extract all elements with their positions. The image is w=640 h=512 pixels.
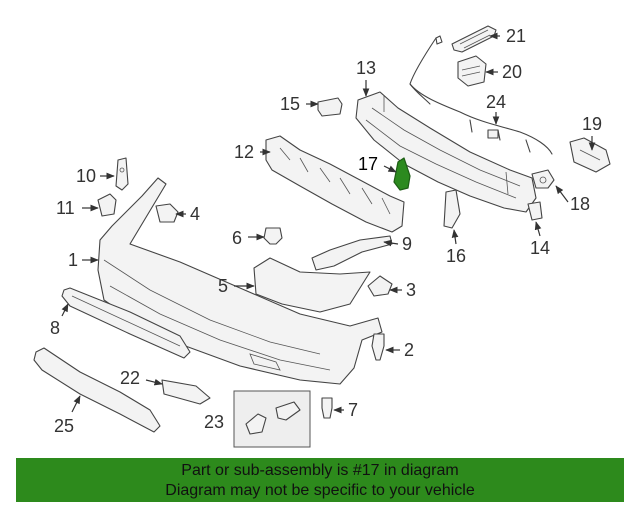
- callout-4[interactable]: 4: [190, 204, 200, 224]
- parts-diagram: 21 20 13 15 24 19 12 17 10 18 11 4 16 14…: [33, 25, 611, 448]
- info-banner: Part or sub-assembly is #17 in diagram D…: [16, 458, 624, 502]
- callout-13[interactable]: 13: [356, 58, 376, 78]
- callout-11[interactable]: 11: [56, 198, 75, 218]
- callout-15[interactable]: 15: [280, 94, 300, 114]
- callout-6[interactable]: 6: [232, 228, 242, 248]
- part-24-wiring-harness[interactable]: [409, 35, 553, 155]
- callout-10[interactable]: 10: [76, 166, 96, 186]
- part-2-bolt[interactable]: [371, 333, 385, 361]
- part-14-clip[interactable]: [527, 201, 543, 221]
- callout-numbers: 21 20 13 15 24 19 12 17 10 18 11 4 16 14…: [50, 26, 602, 436]
- callout-8[interactable]: 8: [50, 318, 60, 338]
- callout-5[interactable]: 5: [218, 276, 228, 296]
- part-4-clip[interactable]: [155, 203, 179, 223]
- callout-20[interactable]: 20: [502, 62, 522, 82]
- callout-17-highlighted[interactable]: 17: [358, 154, 378, 174]
- callout-22[interactable]: 22: [120, 368, 140, 388]
- part-13-reinforcement-beam[interactable]: [355, 91, 537, 213]
- part-12-energy-absorber[interactable]: [265, 135, 405, 233]
- part-6-screw[interactable]: [263, 227, 283, 245]
- callout-3[interactable]: 3: [406, 280, 416, 300]
- part-7-bolt[interactable]: [321, 397, 333, 419]
- part-25-lower-valance[interactable]: [33, 347, 161, 433]
- part-17-bracket-highlighted[interactable]: [393, 157, 411, 191]
- callout-25[interactable]: 25: [54, 416, 74, 436]
- part-11-mount[interactable]: [97, 193, 117, 217]
- callout-21[interactable]: 21: [506, 26, 526, 46]
- callout-18[interactable]: 18: [570, 194, 590, 214]
- leader-lines: [61, 32, 596, 414]
- banner-line-2: Diagram may not be specific to your vehi…: [165, 482, 475, 499]
- part-10-guide[interactable]: [115, 157, 129, 191]
- part-9-bracket-rail[interactable]: [311, 235, 393, 271]
- banner-line-1: Part or sub-assembly is #17 in diagram: [181, 462, 459, 479]
- part-22-reflector[interactable]: [161, 379, 211, 405]
- callout-2[interactable]: 2: [404, 340, 414, 360]
- part-15-bracket[interactable]: [317, 97, 343, 117]
- callout-16[interactable]: 16: [446, 246, 466, 266]
- callout-24[interactable]: 24: [486, 92, 506, 112]
- part-23-sensor-kit[interactable]: [233, 390, 311, 448]
- callout-12[interactable]: 12: [234, 142, 254, 162]
- part-21-connector-bracket[interactable]: [451, 25, 497, 53]
- callout-7[interactable]: 7: [348, 400, 358, 420]
- part-20-sensor-holder[interactable]: [457, 55, 487, 87]
- part-3-clip[interactable]: [367, 275, 393, 297]
- part-5-lower-diffuser[interactable]: [253, 257, 371, 313]
- callout-23[interactable]: 23: [204, 412, 224, 432]
- part-16-side-bracket[interactable]: [443, 189, 461, 229]
- part-8-step-pad[interactable]: [61, 287, 191, 359]
- part-19-side-support[interactable]: [569, 137, 611, 173]
- part-18-retainer[interactable]: [531, 169, 555, 189]
- callout-14[interactable]: 14: [530, 238, 550, 258]
- callout-1[interactable]: 1: [68, 250, 78, 270]
- callout-9[interactable]: 9: [402, 234, 412, 254]
- callout-19[interactable]: 19: [582, 114, 602, 134]
